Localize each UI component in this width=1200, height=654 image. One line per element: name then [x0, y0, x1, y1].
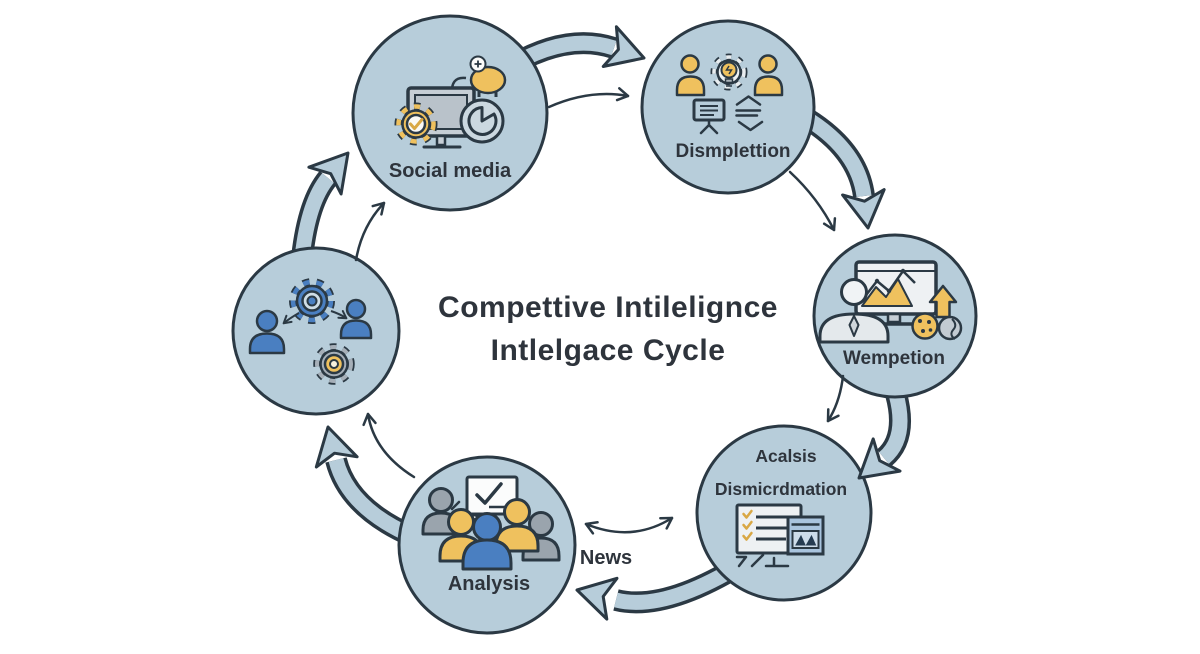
thin-arrows [354, 87, 845, 535]
gear-to-person-arrow [282, 312, 300, 325]
node-circle [231, 246, 401, 416]
arrow-gears-to-social [291, 170, 337, 260]
arrowhead [314, 425, 359, 469]
node-label: Wempetion [843, 348, 945, 369]
presentation-board-icon [692, 98, 726, 135]
arrowhead [857, 437, 902, 480]
person-icon [339, 298, 373, 340]
diagram-title: Compettive Intilelignce Intlelgace Cycle [438, 291, 778, 367]
arrow-dismplettion-to-wempetion [800, 108, 875, 198]
node-acalsis-dismicrdmation: Acalsis Dismicrdmation [695, 424, 873, 602]
chart-monitor-icon [854, 260, 938, 326]
thin-arrow-dismplettion-to-wempetion [788, 170, 837, 232]
thin-arrow-social-to-dismplettion [547, 87, 630, 109]
node-label: Analysis [448, 573, 530, 595]
node-label: Dismicrdmation [715, 479, 847, 499]
globe-icon [937, 315, 963, 341]
sort-arrows-icon [735, 95, 764, 132]
refresh-clock-icon [459, 98, 505, 144]
person-icon [753, 54, 784, 97]
team-group-icon [421, 487, 561, 571]
thin-arrow-wempetion-to-acalsis [826, 374, 845, 423]
node-label: Social media [389, 160, 512, 182]
idea-gear-bulb-icon [710, 53, 748, 91]
cookie-icon [911, 312, 939, 340]
news-label: News [580, 547, 632, 569]
arrowhead [307, 151, 350, 196]
arrowhead [601, 25, 646, 68]
node-wempetion: Wempetion [812, 233, 978, 399]
node-gears [231, 246, 401, 416]
arrow-wempetion-to-acalsis [876, 391, 911, 467]
gear-to-person-arrow [330, 310, 348, 320]
node-circle [640, 19, 816, 195]
node-dismplettion: Dismplettion [640, 19, 816, 195]
cycle-arrow-heads [307, 25, 902, 621]
node-label: Acalsis [755, 446, 817, 466]
approval-gear-check-icon [394, 102, 438, 146]
gear-blue-icon [289, 278, 335, 324]
analyst-person-icon [818, 278, 890, 344]
thin-arrow-analysis-to-gears [362, 412, 416, 479]
chart-window-icon [786, 515, 825, 556]
thin-arrow-gears-to-social [354, 201, 386, 262]
node-social-media: Social media [351, 14, 549, 212]
title-line-1: Compettive Intilelignce [438, 291, 778, 324]
node-label: Dismplettion [675, 141, 790, 162]
arrowhead [575, 576, 619, 621]
person-icon [675, 54, 706, 97]
node-analysis: Analysis [397, 455, 577, 635]
piggy-bank-coin-icon [469, 55, 507, 97]
title-line-2: Intlelgace Cycle [491, 334, 726, 367]
person-icon [248, 309, 286, 355]
growth-arrow-icon [928, 284, 958, 319]
thin-arrow-analysis-acalsis-both [584, 516, 674, 535]
arrowhead [841, 188, 886, 230]
gear-gray-icon [313, 343, 355, 385]
